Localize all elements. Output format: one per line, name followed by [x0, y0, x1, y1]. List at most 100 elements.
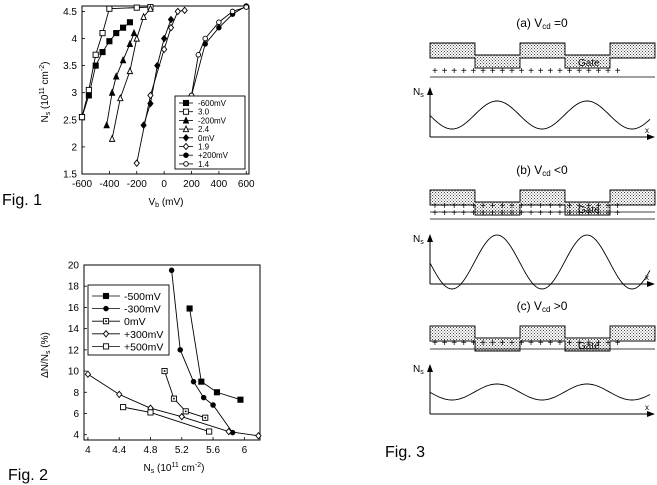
- series-+200mV: [188, 3, 250, 99]
- x-label: x: [645, 273, 649, 282]
- data-point: [225, 427, 232, 436]
- series-line: [164, 370, 206, 419]
- data-point: [85, 86, 92, 94]
- fig3-caption: Fig. 3: [385, 444, 425, 461]
- data-point: [167, 23, 175, 32]
- y-tick-label: 16: [68, 303, 80, 314]
- fig3-panel-title: (c) Vcd >0: [517, 299, 568, 314]
- series-2.4: [108, 4, 154, 142]
- gate-electrode: [429, 325, 656, 352]
- ns-profile-curve: [429, 234, 651, 290]
- series-line: [123, 406, 210, 432]
- data-point: [147, 91, 154, 100]
- plus-charges: + + + + + + + + + + + + + + + + + + + +: [432, 66, 621, 77]
- y-tick-label: 4.5: [63, 7, 77, 18]
- data-point: [182, 408, 189, 415]
- x-tick-label: 400: [211, 179, 228, 190]
- data-point: [126, 19, 133, 26]
- fig1-y-axis-label: Ns (1011 cm-2): [39, 62, 52, 123]
- gate-electrode: [429, 189, 656, 216]
- legend-label: -300mV: [124, 304, 161, 316]
- legend-label: 1.9: [198, 143, 210, 152]
- y-tick-label: 6: [73, 409, 79, 420]
- fig2-caption: Fig. 2: [8, 467, 48, 484]
- x-tick-label: 200: [183, 179, 200, 190]
- series-0mV: [161, 368, 209, 421]
- legend-label: 0mV: [198, 134, 215, 143]
- series-line: [189, 308, 241, 401]
- data-point: [84, 370, 92, 379]
- legend-label: -200mV: [198, 116, 227, 125]
- data-point: [133, 4, 140, 11]
- series-line: [171, 270, 233, 433]
- y-tick-label: 3: [71, 88, 77, 99]
- x-tick-label: 4.4: [112, 445, 126, 456]
- legend-label: +300mV: [124, 329, 163, 341]
- series-+300mV: [84, 370, 262, 440]
- gate-label: Gate: [578, 205, 600, 216]
- data-point: [202, 35, 208, 42]
- data-point: [147, 4, 154, 12]
- fig1-x-axis-label: Vb (mV): [148, 197, 183, 209]
- y-tick-label: 20: [68, 261, 80, 272]
- y-tick-label: 8: [73, 388, 79, 399]
- plus-charges: + + + + + + + + + + + + + + + + + + + +: [432, 208, 621, 219]
- legend-label: 0mV: [124, 316, 146, 328]
- data-point: [119, 56, 127, 64]
- gate-label: Gate: [578, 58, 600, 69]
- data-point: [161, 368, 168, 375]
- series--500mV: [186, 305, 244, 403]
- legend-marker: [183, 161, 189, 167]
- series-1.4: [188, 4, 250, 99]
- data-point: [112, 72, 120, 80]
- y-tick-label: 2: [71, 142, 77, 153]
- fig3-panel-a: (a) Vcd =0 Gate+ + + + + + + + + + + + + …: [413, 16, 656, 140]
- legend-marker: [182, 99, 190, 107]
- legend-label: -600mV: [198, 99, 227, 108]
- legend-marker: [102, 292, 110, 300]
- data-point: [140, 12, 147, 20]
- legend-label: +500mV: [124, 341, 163, 353]
- legend-marker: [183, 152, 189, 158]
- data-point: [108, 134, 116, 142]
- fig3-panel-title: (a) Vcd =0: [516, 16, 568, 31]
- legend-marker: [182, 108, 190, 115]
- data-point: [106, 38, 113, 45]
- data-point: [116, 390, 123, 399]
- ns-label: Ns: [413, 234, 424, 246]
- x-axis-arrow: [647, 411, 655, 417]
- gate-label: Gate: [578, 341, 600, 352]
- fig2-x-axis-label: Ns (1011 cm-2): [144, 462, 205, 475]
- data-point: [178, 412, 185, 421]
- legend-marker: [102, 329, 110, 338]
- data-point: [255, 431, 262, 440]
- data-point: [130, 28, 138, 37]
- x-axis-arrow: [647, 134, 655, 140]
- data-point: [195, 52, 202, 58]
- data-point: [198, 378, 205, 385]
- data-point: [200, 394, 207, 401]
- ns-label: Ns: [413, 87, 424, 99]
- fig3-panel-c: (c) Vcd >0 Gate+ + + + + + + + + + + + + …: [413, 299, 656, 417]
- ns-axis-arrow: [427, 234, 433, 242]
- x-tick-label: -200: [127, 179, 147, 190]
- legend-marker: [103, 305, 109, 312]
- legend-label: -500mV: [124, 291, 161, 303]
- series-+500mV: [120, 404, 213, 435]
- data-point: [168, 267, 175, 274]
- series--200mV: [103, 28, 138, 129]
- series-line: [81, 6, 151, 118]
- data-point: [170, 395, 178, 402]
- legend-label: 1.4: [198, 160, 210, 169]
- plus-charges: + + + + + + + + + + + + + + + + + + + +: [432, 201, 621, 212]
- plus-charges: + + + + + + + + + + + + + + + + + + + +: [432, 338, 621, 349]
- data-point: [117, 93, 124, 102]
- legend-marker: [182, 133, 190, 142]
- x-label: x: [645, 126, 649, 135]
- gate-electrode: [429, 42, 656, 69]
